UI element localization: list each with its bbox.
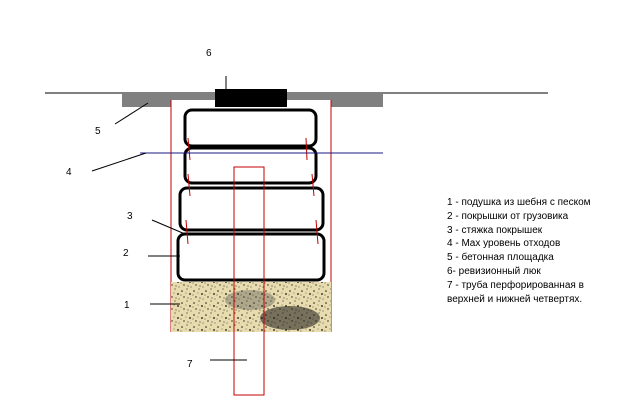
callout-3: 3 [127, 211, 133, 222]
callout-2: 2 [123, 248, 129, 259]
legend: 1 - подушка из шебня с песком 2 - покрыш… [447, 196, 607, 306]
gravel-dark-patch [260, 306, 320, 330]
inspection-hatch [215, 89, 287, 107]
callout-4-leader [91, 152, 147, 172]
tire-2 [183, 146, 318, 185]
legend-item-4: 4 - Max уровень отходов [447, 238, 561, 250]
callout-1: 1 [124, 300, 130, 311]
tire-1 [183, 108, 318, 148]
legend-item-7: 7 - труба перфорированная в верхней и ни… [447, 279, 584, 305]
callout-6: 6 [206, 48, 212, 59]
gravel-dark-patch-2 [225, 290, 275, 310]
legend-item-6: 6- ревизионный люк [447, 265, 541, 277]
callout-7: 7 [187, 359, 193, 370]
callout-3-leader [151, 219, 186, 235]
legend-item-2: 2 - покрышки от грузовика [447, 210, 569, 222]
tie-left-2 [187, 173, 191, 197]
callout-5: 5 [95, 126, 101, 137]
legend-item-3: 3 - стяжка покрышек [447, 224, 543, 236]
tire-4 [176, 232, 326, 282]
perforated-pipe [233, 166, 265, 396]
tie-right-1 [305, 137, 308, 161]
tie-right-2 [311, 173, 315, 197]
legend-item-5: 5 - бетонная площадка [447, 252, 554, 264]
tie-left-1 [187, 137, 191, 161]
tie-right-3 [315, 219, 319, 245]
callout-4: 4 [66, 167, 72, 178]
callout-5-leader [114, 102, 149, 125]
tie-left-3 [185, 219, 189, 245]
legend-item-1: 1 - подушка из шебня с песком [447, 197, 591, 208]
tire-3 [178, 186, 325, 232]
